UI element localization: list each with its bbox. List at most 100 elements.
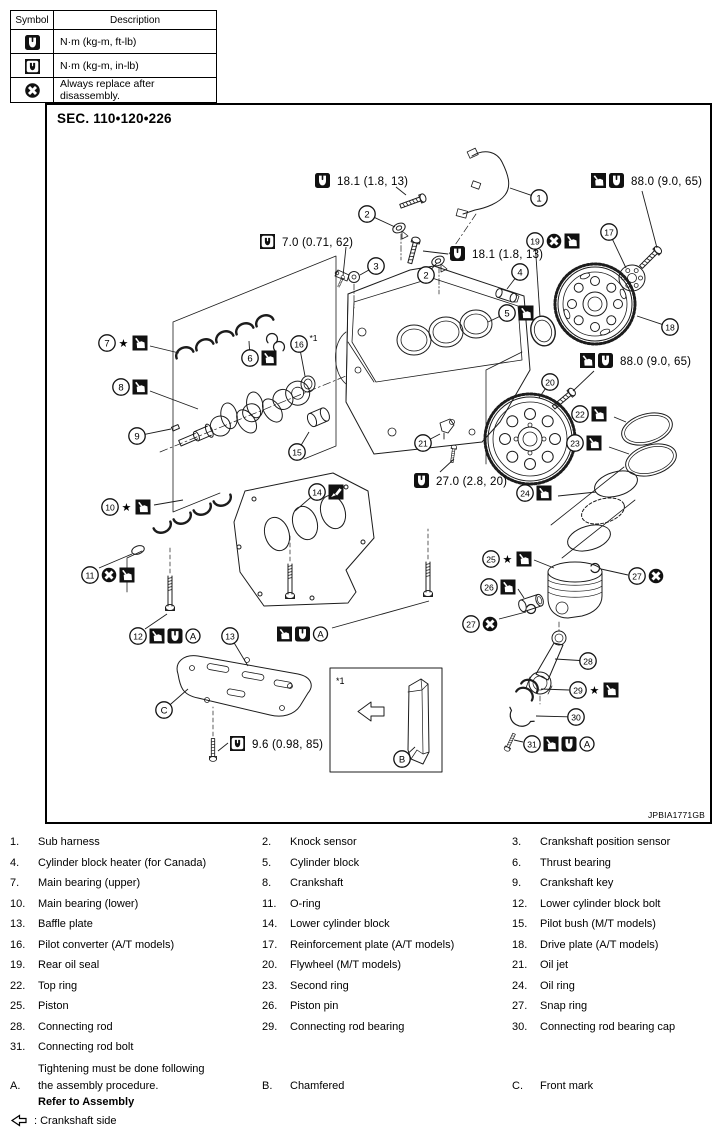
svg-text:23: 23 (570, 438, 580, 448)
torque-value: 7.0 (0.71, 62) (282, 237, 353, 249)
flywheel-drawing (483, 392, 577, 486)
part-item-15: 15.Pilot bush (M/T models) (512, 914, 716, 935)
callout-2: 2 (417, 262, 438, 284)
svg-text:20: 20 (545, 377, 555, 387)
leader-line (572, 370, 595, 392)
svg-text:29: 29 (573, 685, 583, 695)
flywheel-panel-lines (485, 351, 523, 465)
leader-line (359, 269, 370, 276)
svg-text:15: 15 (292, 447, 302, 457)
part-item-21: 21.Oil jet (512, 955, 716, 976)
part-item-31: 31.Connecting rod bolt (10, 1037, 262, 1058)
baffle-plate-drawing (176, 655, 312, 717)
leader-line (144, 613, 168, 630)
note-b-letter: B. (262, 1080, 273, 1092)
torque-ftlb-icon (414, 473, 429, 488)
part-item-2: 2.Knock sensor (262, 832, 512, 853)
leader-line (540, 688, 570, 691)
part-label: Connecting rod (38, 1020, 113, 1033)
knock-sensor-drawing (431, 255, 448, 273)
cylinder-block-drawing (335, 265, 531, 455)
svg-text:4: 4 (517, 267, 522, 278)
note-a-line1: Tightening must be done following (38, 1063, 205, 1075)
leader-line (422, 250, 449, 255)
o-ring-drawing (131, 545, 145, 555)
rod-bearing-cap-drawing (509, 706, 535, 727)
part-number: 10. (10, 897, 26, 910)
callout-18: 18 (636, 315, 679, 336)
crankshaft-drawing (178, 380, 311, 447)
part-number: 9. (512, 877, 522, 890)
part-number: 8. (262, 877, 272, 890)
part-label: Piston pin (290, 1000, 339, 1013)
torque-value: 27.0 (2.8, 20) (436, 476, 507, 488)
svg-text:18: 18 (665, 322, 675, 332)
leader-line (248, 340, 250, 350)
note-a-letter: A. (10, 1079, 21, 1092)
leader-line (342, 246, 347, 277)
part-label: Reinforcement plate (A/T models) (290, 938, 455, 951)
leader-line (608, 446, 630, 455)
part-number: 5. (262, 856, 272, 869)
leader-line (149, 345, 180, 354)
leader-line (300, 351, 306, 377)
part-number: 21. (512, 959, 528, 972)
leader-line (149, 390, 199, 410)
callout-3: 3 (359, 257, 385, 276)
part-number: 4. (10, 856, 20, 869)
part-label: Sub harness (38, 836, 100, 849)
svg-text:16: 16 (294, 339, 304, 349)
figure-code: JPBIA1771GB (647, 810, 705, 820)
part-number: 29. (262, 1020, 278, 1033)
legend-symbol-cell (10, 53, 54, 78)
torque-ftlb-icon (598, 353, 613, 368)
torque-inlb-icon (230, 736, 245, 751)
leader-line (217, 742, 229, 752)
part-number: 26. (262, 1000, 278, 1013)
part-item-7: 7.Main bearing (upper) (10, 873, 262, 894)
leader-line (233, 642, 249, 667)
leader-line (612, 239, 627, 269)
part-number: 18. (512, 938, 528, 951)
leader-line (153, 499, 184, 506)
callout-11: 11 (81, 553, 135, 584)
part-number: 28. (10, 1020, 26, 1033)
legend-header-description: Description (53, 10, 217, 30)
part-label: Lower cylinder block bolt (540, 897, 661, 910)
svg-text:22: 22 (575, 409, 585, 419)
part-label: Connecting rod bearing (290, 1020, 405, 1033)
piston-pin-drawing (518, 593, 544, 613)
crankshaft-side-note: : Crankshaft side (10, 1114, 117, 1127)
callout-1: 1 (509, 187, 548, 207)
callout-note: *1 (310, 333, 318, 343)
main-bearing-upper-drawing (175, 314, 275, 360)
callout-25: 25★ (482, 550, 555, 569)
icon-set: A (277, 600, 430, 642)
callout-28: 28 (554, 652, 597, 670)
oil-icon (586, 435, 602, 451)
torque-label: 7.0 (0.71, 62) (260, 234, 353, 277)
part-number: 13. (10, 918, 26, 931)
bearing-panel-lines (172, 255, 337, 513)
part-label: Thrust bearing (540, 856, 611, 869)
torque-ftlb-icon (561, 736, 577, 752)
torque-inlb-icon (260, 234, 275, 249)
svg-text:27: 27 (466, 619, 476, 629)
part-number: 14. (262, 918, 278, 931)
torque-value: 18.1 (1.8, 13) (472, 249, 543, 261)
part-number: 2. (262, 836, 272, 849)
svg-text:9: 9 (134, 431, 139, 442)
callout-B: B (393, 746, 416, 768)
svg-text:21: 21 (418, 438, 428, 448)
leader-line (506, 278, 516, 290)
second-ring-drawing (625, 443, 677, 477)
part-label: Second ring (290, 979, 349, 992)
part-number: 27. (512, 1000, 528, 1013)
oil-icon (261, 350, 277, 366)
thrust-bearing-drawing (265, 332, 286, 352)
part-label: Connecting rod bolt (38, 1041, 134, 1054)
torque-value: 18.1 (1.8, 13) (337, 176, 408, 188)
part-item-11: 11.O-ring (262, 894, 512, 915)
part-item-26: 26. Piston pin (262, 996, 512, 1017)
part-number: 11. (262, 897, 277, 910)
